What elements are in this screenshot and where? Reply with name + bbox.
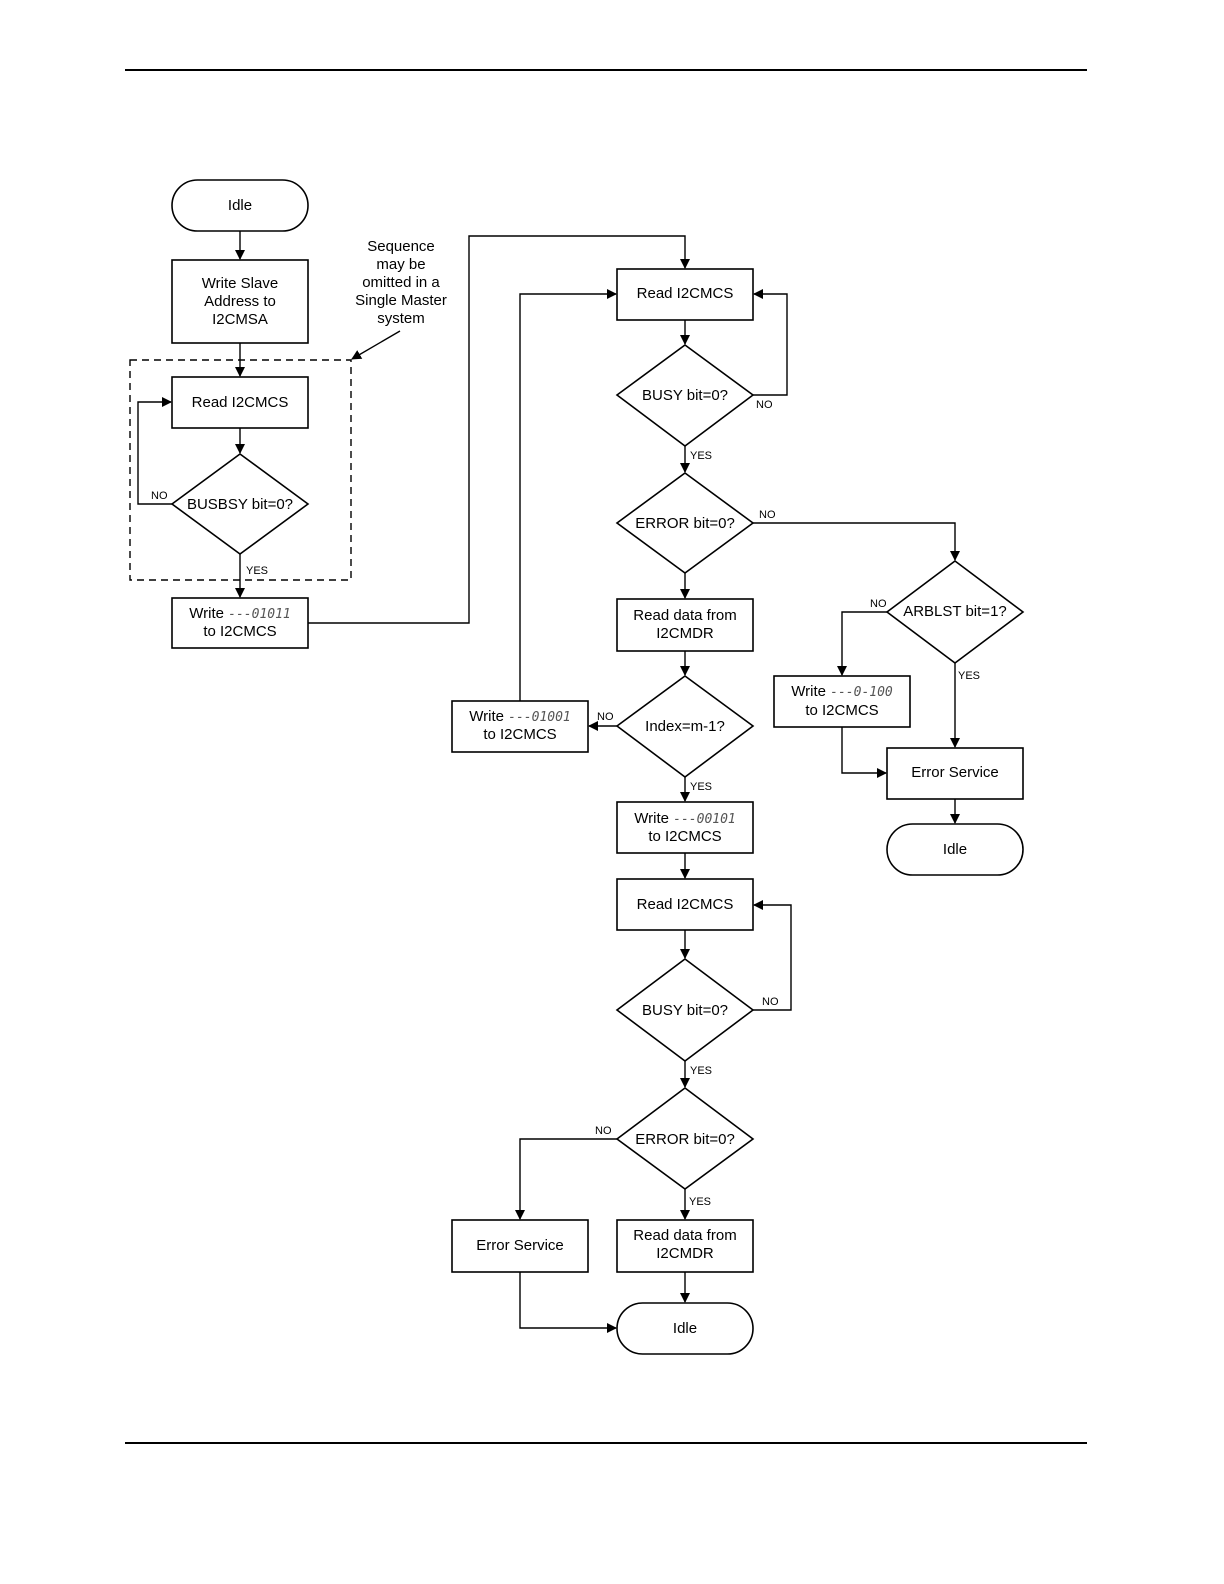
- index-no-label: NO: [597, 711, 614, 723]
- write-00101-line-1: Write ---00101: [634, 810, 736, 827]
- edge-error1-no: [753, 522, 960, 561]
- error-1-no-label: NO: [759, 509, 776, 521]
- edge-write01011-to-read2: [308, 235, 690, 624]
- write-slave-line-1: Write Slave: [202, 275, 278, 292]
- write-01001-line-1: Write ---01001: [469, 708, 571, 725]
- edge-write01001-to-read2: [519, 289, 617, 701]
- node-idle-end-1: Idle: [616, 1302, 754, 1355]
- write-01011-line-2: to I2CMCS: [203, 623, 276, 640]
- node-error-service-2: Error Service: [886, 747, 1024, 800]
- edge-arblst-no: [837, 611, 887, 676]
- read-i2cmcs-2-label: Read I2CMCS: [637, 285, 734, 302]
- decision-arblst: ARBLST bit=1?: [885, 560, 1025, 664]
- busy-1-no-label: NO: [756, 399, 773, 411]
- error-1-label: ERROR bit=0?: [635, 515, 735, 532]
- busbsy-label: BUSBSY bit=0?: [187, 496, 293, 513]
- svg-text:Single Master: Single Master: [355, 292, 447, 309]
- busy-2-no-label: NO: [762, 996, 779, 1008]
- write-00101-line-2: to I2CMCS: [648, 828, 721, 845]
- edge-errorservice1-to-idle: [519, 1272, 617, 1333]
- write-slave-line-3: I2CMSA: [212, 311, 268, 328]
- read-data-1-line-1: Read data from: [633, 607, 736, 624]
- error-2-yes-label: YES: [689, 1196, 711, 1208]
- idle-end-1-label: Idle: [673, 1320, 697, 1337]
- node-error-service-1: Error Service: [451, 1219, 589, 1273]
- read-i2cmcs-1-label: Read I2CMCS: [192, 394, 289, 411]
- node-write-01011: Write ---01011 to I2CMCS: [171, 597, 309, 649]
- write-01001-line-2: to I2CMCS: [483, 726, 556, 743]
- edge-annotation-pointer: [351, 330, 401, 360]
- svg-text:may be: may be: [376, 256, 425, 273]
- node-write-0100: Write ---0-100 to I2CMCS: [773, 675, 911, 728]
- error-service-1-label: Error Service: [476, 1237, 564, 1254]
- edges: [137, 231, 960, 1333]
- node-read-data-1: Read data from I2CMDR: [616, 598, 754, 652]
- node-read-i2cmcs-1: Read I2CMCS: [171, 376, 309, 429]
- read-data-2-line-2: I2CMDR: [656, 1245, 714, 1262]
- write-0100-line-2: to I2CMCS: [805, 702, 878, 719]
- error-2-no-label: NO: [595, 1125, 612, 1137]
- idle-end-2-label: Idle: [943, 841, 967, 858]
- node-idle-start-label: Idle: [228, 197, 252, 214]
- error-2-label: ERROR bit=0?: [635, 1131, 735, 1148]
- edge-busy1-no-loop: [753, 289, 788, 396]
- node-read-i2cmcs-2: Read I2CMCS: [616, 268, 754, 321]
- svg-text:system: system: [377, 310, 425, 327]
- busbsy-no-label: NO: [151, 490, 168, 502]
- write-0100-line-1: Write ---0-100: [791, 683, 893, 700]
- arblst-yes-label: YES: [958, 670, 980, 682]
- edge-busbsy-no-loop: [137, 397, 172, 505]
- svg-text:Sequence: Sequence: [367, 238, 435, 255]
- busbsy-yes-label: YES: [246, 565, 268, 577]
- read-data-2-line-1: Read data from: [633, 1227, 736, 1244]
- busy-1-label: BUSY bit=0?: [642, 387, 728, 404]
- write-01011-line-1: Write ---01011: [189, 605, 291, 622]
- arblst-no-label: NO: [870, 598, 887, 610]
- busy-2-yes-label: YES: [690, 1065, 712, 1077]
- node-read-data-2: Read data from I2CMDR: [616, 1219, 754, 1273]
- error-service-2-label: Error Service: [911, 764, 999, 781]
- decision-error-2: ERROR bit=0?: [615, 1087, 755, 1190]
- decision-busy-2: BUSY bit=0?: [615, 958, 755, 1062]
- edge-write0100-to-errorservice: [841, 727, 887, 778]
- optional-sequence-region: [129, 359, 352, 581]
- edge-error2-no: [515, 1138, 617, 1220]
- decision-error-1: ERROR bit=0?: [615, 472, 755, 574]
- node-write-slave-address: Write Slave Address to I2CMSA: [171, 259, 309, 344]
- read-data-1-line-2: I2CMDR: [656, 625, 714, 642]
- decision-index: Index=m-1?: [615, 675, 755, 778]
- read-i2cmcs-3-label: Read I2CMCS: [637, 896, 734, 913]
- node-idle-start: Idle: [171, 179, 309, 232]
- decision-busbsy: BUSBSY bit=0?: [170, 453, 310, 555]
- write-slave-line-2: Address to: [204, 293, 276, 310]
- node-write-00101: Write ---00101 to I2CMCS: [616, 801, 754, 854]
- node-read-i2cmcs-3: Read I2CMCS: [616, 878, 754, 931]
- index-yes-label: YES: [690, 781, 712, 793]
- node-idle-end-2: Idle: [886, 823, 1024, 876]
- annotation-single-master: Sequence may be omitted in a Single Mast…: [355, 238, 447, 327]
- index-label: Index=m-1?: [645, 718, 725, 735]
- decision-busy-1: BUSY bit=0?: [615, 344, 755, 447]
- busy-1-yes-label: YES: [690, 450, 712, 462]
- arblst-label: ARBLST bit=1?: [903, 603, 1007, 620]
- node-write-01001: Write ---01001 to I2CMCS: [451, 700, 589, 753]
- edge-busy2-no-loop: [753, 900, 792, 1011]
- busy-2-label: BUSY bit=0?: [642, 1002, 728, 1019]
- svg-text:omitted in a: omitted in a: [362, 274, 440, 291]
